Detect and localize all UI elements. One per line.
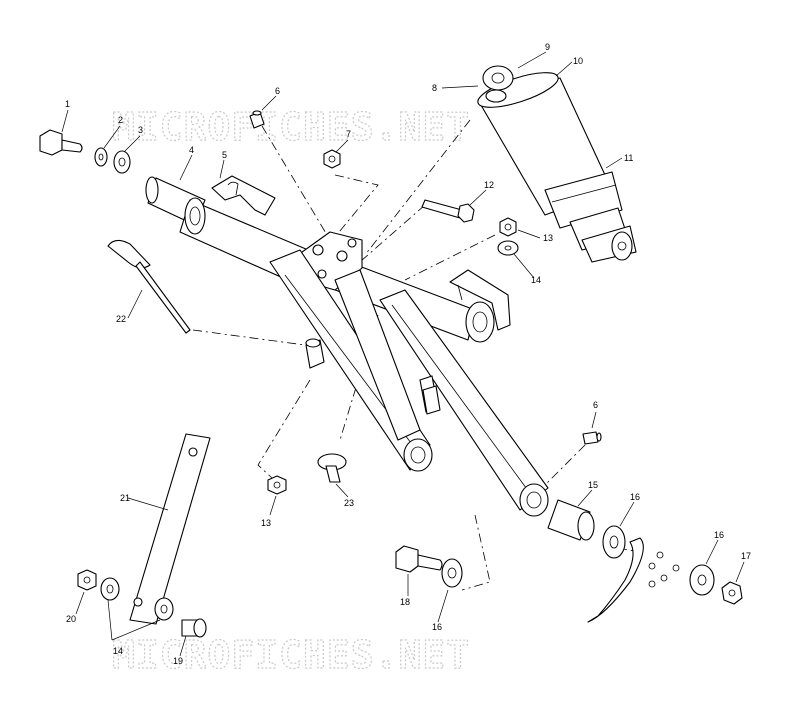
part-14-washer-lower-left-b (154, 597, 174, 621)
part-21-strap (129, 433, 211, 625)
part-16-washer-lower (441, 558, 463, 588)
part-16-washer-right (602, 525, 626, 559)
part-13-nut-lower (267, 475, 287, 495)
callout-22: 22 (116, 314, 126, 324)
callouts: 1 2 3 4 5 6 6 7 8 9 10 11 12 13 13 14 14… (65, 42, 751, 666)
left-arm (269, 249, 433, 472)
part-11-shock-absorber (477, 72, 637, 263)
callout-18: 18 (400, 597, 410, 607)
callout-20: 20 (66, 614, 76, 624)
callout-16-far-right: 16 (714, 530, 724, 540)
part-14-washer-lower-left-a (100, 577, 120, 601)
callout-19: 19 (173, 656, 183, 666)
callout-11: 11 (624, 153, 633, 163)
part-17-nut (721, 581, 743, 605)
callout-14-lower: 14 (113, 646, 123, 656)
callout-14-upper: 14 (531, 275, 541, 285)
part-13-nut-upper (499, 217, 517, 237)
arm-bushing-right (422, 385, 441, 415)
part-15-bushing (547, 499, 595, 541)
callout-1: 1 (65, 99, 70, 109)
callout-10: 10 (573, 56, 583, 66)
leader-lines (61, 51, 745, 657)
part-23-pin (317, 453, 347, 483)
part-22-pin (107, 239, 191, 334)
part-14-washer-upper (497, 240, 519, 256)
callout-13-lower: 13 (261, 518, 271, 528)
callout-8: 8 (432, 83, 437, 93)
part-20-nut (77, 569, 97, 591)
callout-6-right: 6 (593, 400, 598, 410)
callout-5: 5 (222, 150, 227, 160)
callout-15: 15 (588, 480, 598, 490)
callout-17: 17 (741, 551, 751, 561)
part-1-bolt (39, 129, 83, 156)
curved-plate (587, 537, 680, 623)
callout-6-top: 6 (275, 86, 280, 96)
part-16-washer-far-right (689, 564, 715, 596)
callout-3: 3 (138, 125, 143, 135)
callout-9: 9 (545, 42, 550, 52)
part-9-bushing (482, 65, 514, 103)
callout-4: 4 (189, 145, 194, 155)
callout-21: 21 (120, 493, 130, 503)
part-6-grease-fitting-right (582, 431, 602, 445)
callout-13-upper: 13 (543, 233, 553, 243)
part-18-bolt (395, 545, 443, 573)
part-19-pin (181, 618, 207, 638)
callout-12: 12 (484, 180, 494, 190)
part-7-nut (323, 149, 341, 169)
callout-16-lower: 16 (432, 622, 442, 632)
callout-16-right: 16 (630, 492, 640, 502)
part-6-grease-fitting-top (249, 110, 265, 129)
part-2-washer (94, 147, 108, 167)
watermark-bottom: MICROFICHES.NET (112, 633, 470, 677)
callout-23: 23 (344, 498, 354, 508)
watermark-top: MICROFICHES.NET (112, 105, 470, 149)
part-12-bolt (421, 199, 475, 223)
callout-7: 7 (346, 129, 351, 139)
part-3-washer (113, 150, 131, 174)
callout-2: 2 (118, 115, 123, 125)
